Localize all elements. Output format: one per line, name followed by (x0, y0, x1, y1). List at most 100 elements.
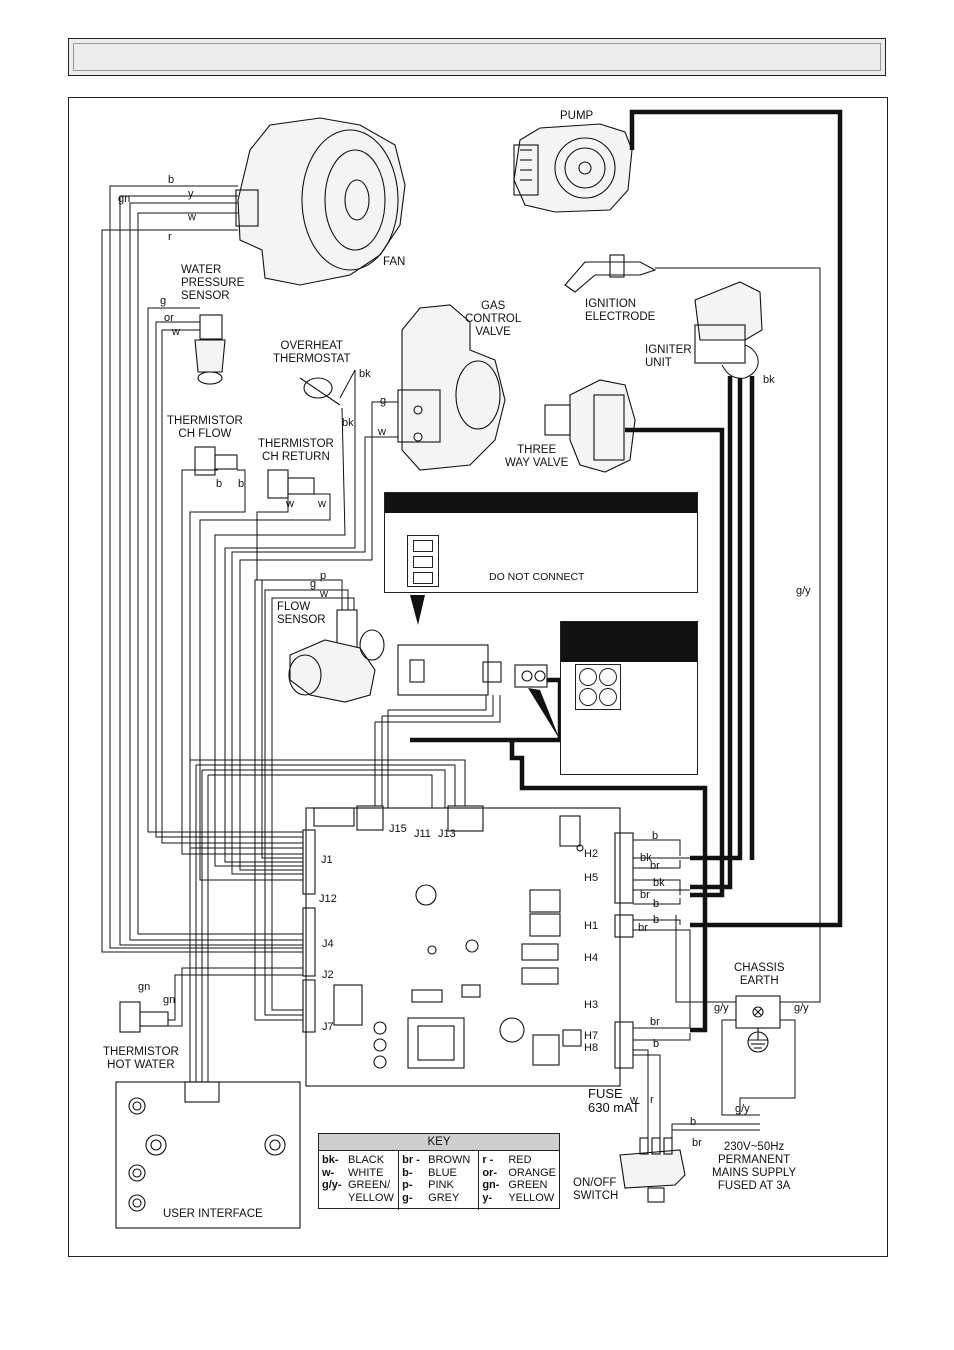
wire-tag-fs-g: g (310, 578, 317, 590)
connector-h3: H3 (584, 999, 599, 1011)
gas-control-valve-body (397, 304, 506, 471)
connector-j12: J12 (319, 893, 337, 905)
wire-tag-fan-r: r (168, 231, 172, 243)
wire-tag-hw-gn2: gn (163, 994, 176, 1006)
water-pressure-sensor-body (194, 314, 226, 385)
ignition-electrode-label: IGNITION ELECTRODE (585, 298, 656, 323)
wire-tag-mains-b: b (690, 1116, 697, 1128)
thermistor-ch-flow-body (194, 446, 238, 476)
wire-tag-thr-w1: w (286, 498, 294, 510)
fuse-label: FUSE 630 mAT (588, 1086, 640, 1115)
connector-j4: J4 (322, 938, 334, 950)
wire-tag-gcv-w: w (378, 426, 386, 438)
igniter-unit-body (694, 281, 763, 364)
wire-tag-thr-w2: w (318, 498, 326, 510)
terminal-detail-header (561, 622, 697, 662)
ignition-electrode-body (564, 254, 657, 293)
wire-tag-h5-br2: br (640, 889, 650, 901)
wire-tag-wps-g: g (160, 295, 167, 307)
connector-j13: J13 (438, 828, 456, 840)
wire-tag-h1-br: br (638, 922, 648, 934)
wire-tag-hw-gn1: gn (138, 981, 151, 993)
wire-tag-gy-right: g/y (796, 585, 811, 597)
connector-j7: J7 (322, 1021, 334, 1033)
pump-body (513, 123, 633, 213)
gas-control-valve-label: GAS CONTROL VALVE (465, 300, 522, 338)
connector-detail-header (385, 493, 697, 513)
earth-block-body (514, 664, 548, 688)
wire-tag-h5-b: b (653, 898, 660, 910)
connector-j11: J11 (414, 828, 431, 840)
connector-block (407, 535, 439, 587)
wire-tag-fan-w: w (188, 211, 196, 223)
thermistor-ch-return-body (267, 469, 315, 499)
connector-detail-inset: DO NOT CONNECT (384, 492, 698, 593)
connector-j1: J1 (321, 854, 333, 866)
wire-tag-igniter-bk: bk (763, 374, 775, 386)
key-column-3: r -RED or-ORANGE gn-GREEN y-YELLOW (482, 1154, 556, 1204)
wire-tag-fan-y: y (188, 188, 194, 200)
on-off-switch-label: ON/OFF SWITCH (573, 1177, 619, 1202)
terminal-detail-inset (560, 621, 698, 775)
wire-tag-wps-or: or (164, 312, 174, 324)
flow-sensor-body (288, 609, 385, 703)
on-off-switch-body (619, 1137, 686, 1203)
earth-inset-pointer (528, 688, 560, 740)
page-header-bar (68, 38, 886, 76)
thermistor-hot-water-label: THERMISTOR HOT WATER (103, 1046, 179, 1071)
connector-h8: H8 (584, 1042, 599, 1054)
wire-tag-ot-bk2: bk (342, 417, 354, 429)
connector-h7: H7 (584, 1030, 599, 1042)
wire-tag-mains-br: br (692, 1137, 702, 1149)
wire-tag-wps-w: w (172, 326, 180, 338)
key-title: KEY (319, 1134, 559, 1151)
thermistor-hot-water-body (119, 1001, 169, 1033)
signal-wires (101, 185, 821, 1140)
three-way-valve-label: THREE WAY VALVE (505, 444, 569, 469)
user-interface-label: USER INTERFACE (163, 1208, 263, 1220)
wire-tag-thf-b2: b (238, 478, 245, 490)
power-wires (410, 109, 843, 1033)
wire-tag-fan-gn: gn (118, 193, 131, 205)
do-not-connect-label: DO NOT CONNECT (489, 571, 585, 583)
wire-tag-h5-br: br (650, 860, 660, 872)
wire-tag-h2-bk: bk (640, 852, 652, 864)
pump-label: PUMP (560, 110, 594, 122)
igniter-unit-label: IGNITER UNIT (645, 344, 692, 369)
flow-sensor-pcb (397, 644, 502, 696)
wire-tag-mains-gy: g/y (735, 1103, 750, 1115)
chassis-earth-label: CHASSIS EARTH (734, 962, 785, 987)
wire-tag-switch-w: w (630, 1094, 638, 1106)
terminal-block (575, 664, 621, 710)
three-way-valve-body (544, 379, 636, 473)
overheat-thermostat-body (299, 377, 341, 406)
inset-pointer (410, 595, 425, 625)
connector-h4: H4 (584, 952, 599, 964)
wire-tag-h5-bk: bk (653, 877, 665, 889)
wire-tag-h1-b: b (653, 914, 660, 926)
diagram-frame (68, 97, 888, 1257)
wire-tag-switch-r: r (650, 1094, 654, 1106)
thermistor-ch-return-label: THERMISTOR CH RETURN (258, 438, 334, 463)
wire-tag-h8-b: b (653, 1038, 660, 1050)
wire-tag-h7-br: br (650, 1016, 660, 1028)
wire-tag-ot-bk1: bk (359, 368, 371, 380)
wire-tag-earth-gy2: g/y (794, 1002, 809, 1014)
wire-tag-fan-b: b (168, 174, 175, 186)
wire-tag-h2-b: b (652, 830, 659, 842)
user-interface-panel (115, 1081, 301, 1229)
wire-tag-fs-w: w (320, 588, 328, 600)
chassis-earth-block (735, 995, 781, 1053)
connector-h5: H5 (584, 872, 599, 884)
wire-tag-earth-gy1: g/y (714, 1002, 729, 1014)
overheat-thermostat-label: OVERHEAT THERMOSTAT (273, 340, 351, 365)
connector-j2: J2 (322, 969, 334, 981)
fan-label: FAN (383, 256, 406, 268)
fan-body (235, 117, 406, 286)
colour-key: KEY bk-BLACK w-WHITE g/y-GREEN/ YELLOW b… (318, 1133, 560, 1210)
flow-sensor-label: FLOW SENSOR (277, 601, 326, 626)
connector-h2: H2 (584, 848, 599, 860)
water-pressure-sensor-label: WATER PRESSURE SENSOR (181, 264, 245, 302)
wire-tag-thf-b1: b (216, 478, 223, 490)
